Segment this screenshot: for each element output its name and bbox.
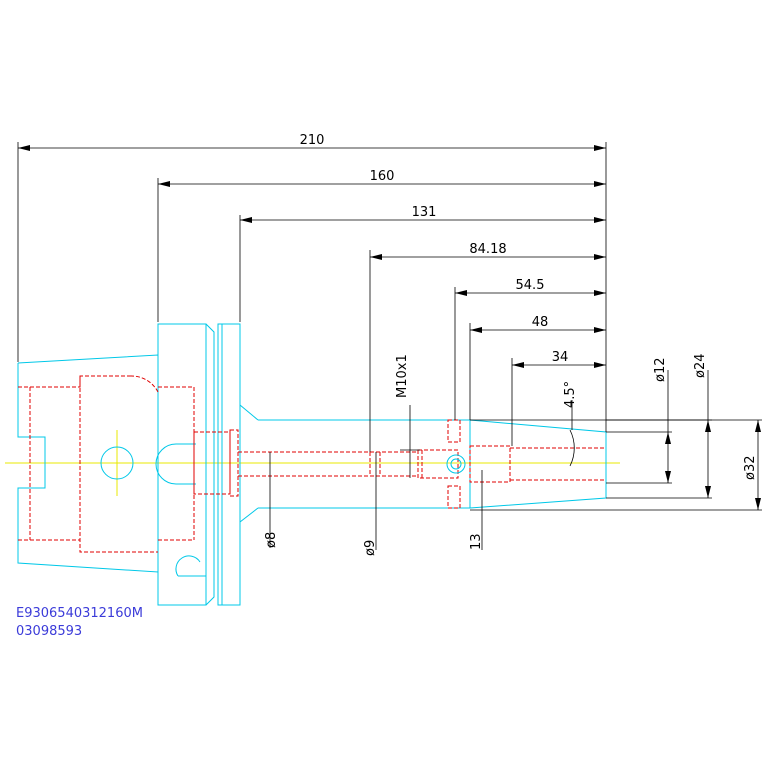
dim-taper-angle: 4.5°: [563, 381, 578, 408]
dim-bore-length: 84.18: [469, 242, 506, 257]
orientation-hole: [100, 446, 134, 480]
dim-13: 13: [469, 533, 484, 550]
dimension-lines: [17, 142, 762, 550]
hidden-features: [18, 375, 606, 553]
dim-gauge-length: 160: [370, 169, 395, 184]
dim-nose-length: 48: [532, 315, 549, 330]
dim-dia-8: ø8: [264, 532, 279, 548]
dim-slot-length: 54.5: [516, 278, 545, 293]
dim-dia-24: ø24: [693, 354, 708, 379]
coolant-nozzle-outer: [446, 454, 466, 474]
dim-dia-9: ø9: [363, 540, 378, 556]
coolant-nozzle-inner: [450, 458, 462, 470]
part-code: 03098593: [16, 624, 82, 639]
dim-dia-32: ø32: [743, 456, 758, 481]
dim-front-bore-length: 34: [552, 350, 569, 365]
dim-overall-length: 210: [300, 133, 325, 148]
dimension-arrows: [18, 145, 761, 510]
dim-dia-12: ø12: [653, 358, 668, 383]
holder-outline: [17, 323, 607, 606]
part-number: E9306540312160M: [16, 606, 143, 621]
dim-flange-length: 131: [412, 205, 437, 220]
dim-thread: M10x1: [395, 354, 410, 398]
